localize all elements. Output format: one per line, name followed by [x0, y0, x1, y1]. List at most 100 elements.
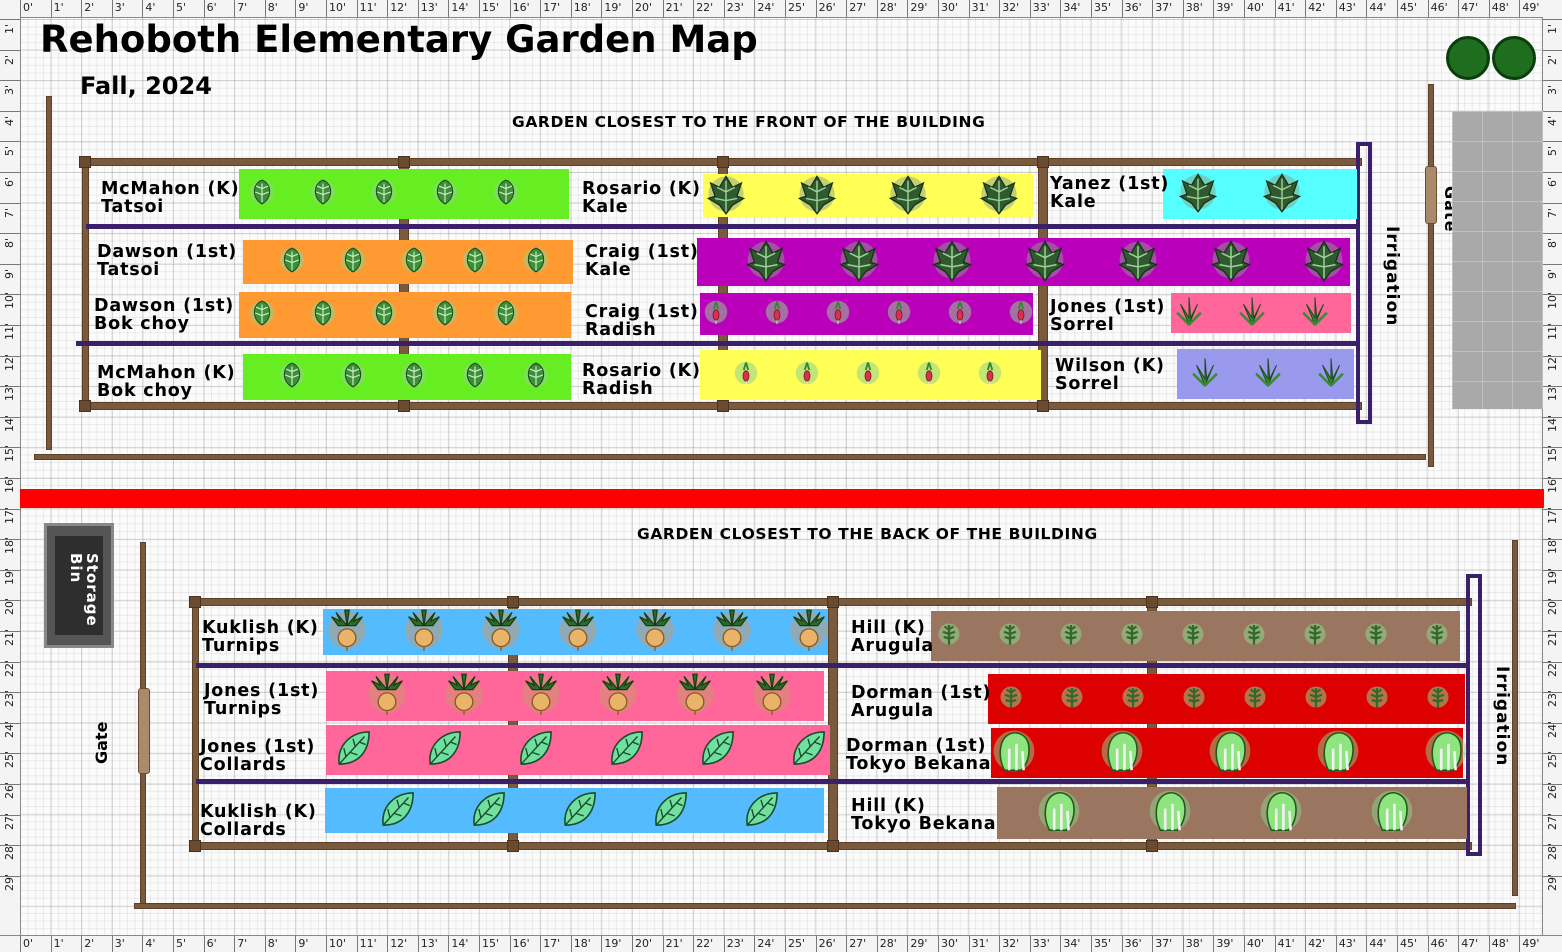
turnip-icon: [710, 608, 754, 656]
arugula-icon: [1240, 682, 1270, 716]
bekana-icon: [1257, 787, 1305, 839]
ruler-tick: 35': [1091, 936, 1111, 952]
leafy-green-icon: [397, 243, 431, 281]
leafy-green-icon: [367, 175, 401, 213]
bed-label: Jones (1st)Sorrel: [1050, 297, 1166, 335]
leafy-green-icon: [397, 358, 431, 396]
frame-post: [398, 156, 410, 168]
ruler-tick: 18': [570, 0, 591, 17]
bed-label: McMahon (K)Bok choy: [97, 363, 236, 401]
ruler-left: 1'2'3'4'5'6'7'8'9'10'11'12'13'14'15'16'1…: [0, 17, 21, 935]
frame-post: [1146, 840, 1158, 852]
ruler-tick: 22': [1543, 660, 1562, 677]
ruler-tick: 38': [1182, 0, 1203, 17]
collard-icon: [374, 786, 420, 836]
ruler-tick: 39': [1213, 936, 1233, 952]
storage-bin: [44, 523, 114, 648]
bekana-icon: [1098, 727, 1146, 779]
bed-label: Hill (K)Arugula: [851, 618, 935, 656]
bed-label: Yanez (1st)Kale: [1050, 174, 1170, 212]
bekana-icon: [990, 727, 1038, 779]
leafy-green-icon: [275, 243, 309, 281]
ruler-tick: 9': [295, 0, 308, 17]
bed-label: Jones (1st)Turnips: [204, 681, 320, 719]
ruler-tick: 20': [632, 936, 652, 952]
ruler-tick: 27': [0, 813, 20, 830]
crop-bed: [239, 292, 571, 338]
bekana-icon: [1314, 727, 1362, 779]
bed-label: Hill (K)Tokyo Bekana: [851, 796, 997, 834]
ruler-tick: 11': [1543, 323, 1562, 340]
fence-rail: [1428, 84, 1434, 467]
ruler-tick: 11': [356, 0, 377, 17]
collard-icon: [556, 786, 602, 836]
sorrel-icon: [1235, 294, 1269, 332]
ruler-tick: 29': [907, 0, 927, 17]
ruler-tick: 6': [1543, 172, 1562, 187]
leafy-green-icon: [245, 175, 279, 213]
ruler-tick: 1': [50, 0, 64, 17]
turnip-icon: [325, 608, 369, 656]
collard-icon: [738, 786, 784, 836]
bed-label: Rosario (K)Kale: [582, 179, 701, 217]
ruler-tick: 47': [1458, 0, 1478, 17]
arugula-icon: [1118, 682, 1148, 716]
ruler-tick: 32': [999, 936, 1019, 952]
ruler-top: 0'1'2'3'4'5'6'7'8'9'10'11'12'13'14'15'16…: [0, 0, 1562, 18]
ruler-tick: 1': [0, 19, 20, 34]
ruler-tick: 25': [0, 751, 20, 768]
ruler-tick: 12': [387, 0, 407, 17]
collard-icon: [330, 725, 376, 775]
ruler-tick: 25': [785, 936, 805, 952]
ruler-tick: 15': [1543, 445, 1562, 462]
turnip-icon: [479, 608, 523, 656]
frame-post: [398, 400, 410, 412]
ruler-tick: 13': [417, 0, 438, 17]
ruler-tick: 23': [723, 0, 744, 17]
leafy-green-icon: [519, 358, 553, 396]
kale-icon: [1260, 170, 1304, 218]
ruler-tick: 3': [0, 80, 20, 95]
ruler-tick: 23': [1543, 690, 1562, 707]
crop-bed: [700, 293, 1033, 335]
ruler-tick: 24': [754, 936, 774, 952]
ruler-tick: 2': [81, 0, 94, 17]
bed-label: Wilson (K)Sorrel: [1055, 356, 1165, 394]
kale-icon: [836, 237, 882, 287]
back-garden-label: GARDEN CLOSEST TO THE BACK OF THE BUILDI…: [637, 525, 1098, 543]
ruler-tick: 47': [1458, 936, 1478, 952]
ruler-tick: 11': [0, 323, 20, 340]
property-boundary-line: [20, 489, 1544, 508]
ruler-tick: 40': [1244, 936, 1264, 952]
ruler-tick: 15': [479, 0, 499, 17]
ruler-tick: 39': [1213, 0, 1233, 17]
ruler-tick: 4': [142, 936, 155, 952]
arugula-icon: [1300, 619, 1330, 653]
ruler-tick: 29': [1543, 874, 1562, 891]
ruler-tick: 36': [1121, 936, 1142, 952]
bed-label: Rosario (K)Radish: [582, 361, 701, 399]
ruler-tick: 41': [1274, 936, 1295, 952]
turnip-icon: [673, 672, 717, 720]
ruler-tick: 13': [417, 936, 438, 952]
irrigation-label: Irrigation: [1492, 666, 1512, 767]
ruler-tick: 21': [1543, 629, 1562, 646]
leafy-green-icon: [458, 358, 492, 396]
kale-icon: [977, 172, 1021, 220]
paved-area: [1452, 111, 1543, 409]
ruler-right: 1'2'3'4'5'6'7'8'9'10'11'12'13'14'15'16'1…: [1542, 17, 1562, 935]
kale-icon: [795, 172, 839, 220]
irrigation-line: [196, 779, 1468, 784]
arugula-icon: [1361, 619, 1391, 653]
ruler-tick: 14': [1543, 415, 1562, 432]
fence-rail: [134, 903, 1516, 909]
sorrel-icon: [1298, 294, 1332, 332]
radish-icon: [853, 358, 883, 392]
ruler-tick: 7': [234, 936, 247, 952]
arugula-icon: [1301, 682, 1331, 716]
bed-label: Kuklish (K)Turnips: [202, 618, 319, 656]
ruler-tick: 2': [0, 49, 20, 65]
ruler-tick: 33': [1029, 936, 1050, 952]
ruler-tick: 8': [264, 936, 278, 952]
ruler-tick: 19': [601, 0, 621, 17]
